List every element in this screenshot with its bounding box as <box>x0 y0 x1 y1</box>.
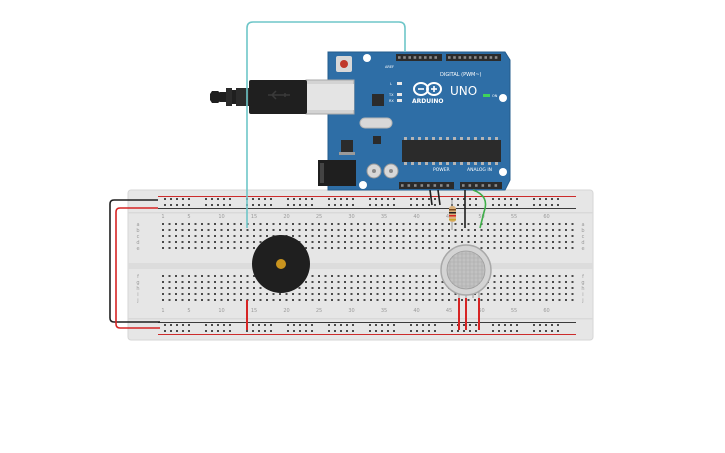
wire-black-gnd[interactable] <box>437 189 441 206</box>
breadboard-row-letter: e <box>581 246 584 252</box>
crystal-oscillator <box>359 117 393 129</box>
breadboard-row-letter: b <box>581 228 584 234</box>
resistor-icon[interactable] <box>449 200 456 230</box>
atmega-chip-pins <box>404 137 498 165</box>
breadboard-column-number: 15 <box>251 214 257 220</box>
breadboard-row-letter: j <box>136 298 138 304</box>
breadboard-row-letter: e <box>136 246 139 252</box>
breadboard-column-number: 25 <box>316 308 322 314</box>
breadboard-row-letter: i <box>137 292 138 298</box>
breadboard-column-number: 45 <box>446 308 452 314</box>
piezo-buzzer-icon[interactable] <box>252 235 310 293</box>
usb-logo-icon <box>268 90 290 100</box>
breadboard-row-letter: a <box>581 222 584 228</box>
gas-sensor-icon[interactable] <box>440 244 492 298</box>
reset-button-cap <box>340 60 348 68</box>
tx-led <box>397 93 402 96</box>
digital-pins <box>398 56 498 59</box>
wire-black-rail[interactable] <box>109 199 160 323</box>
breadboard[interactable]: 1155101015152020252530303535404045455050… <box>127 189 594 341</box>
breadboard-column-number: 5 <box>187 214 190 220</box>
breadboard-column-number: 50 <box>478 214 484 220</box>
tx-label: TX <box>388 93 394 97</box>
small-chip <box>373 136 381 144</box>
breadboard-column-number: 55 <box>511 308 517 314</box>
digital-label: DIGITAL (PWM~) <box>440 72 482 78</box>
breadboard-column-number: 35 <box>381 214 387 220</box>
voltage-regulator <box>341 140 353 152</box>
wire-red-rail[interactable] <box>115 207 160 329</box>
power-header <box>399 182 454 189</box>
sensor-mesh <box>447 251 485 289</box>
breadboard-column-number: 35 <box>381 308 387 314</box>
on-led <box>483 94 490 97</box>
arduino-logo-text: ARDUINO <box>412 98 443 105</box>
breadboard-row-letter: a <box>136 222 139 228</box>
mount-hole <box>363 54 371 62</box>
breadboard-column-number: 20 <box>283 214 289 220</box>
breadboard-column-number: 25 <box>316 214 322 220</box>
breadboard-column-number: 40 <box>413 308 419 314</box>
breadboard-column-number: 15 <box>251 308 257 314</box>
power-label: POWER <box>433 167 450 173</box>
breadboard-column-number: 60 <box>543 214 549 220</box>
rx-led <box>397 99 402 102</box>
breadboard-column-number: 30 <box>348 308 354 314</box>
l-led <box>397 82 402 85</box>
breadboard-column-number: 10 <box>218 214 224 220</box>
breadboard-column-number: 50 <box>478 308 484 314</box>
breadboard-column-number: 40 <box>413 214 419 220</box>
breadboard-column-number: 5 <box>187 308 190 314</box>
breadboard-column-number: 1 <box>161 214 164 220</box>
breadboard-row-letter: i <box>582 292 583 298</box>
breadboard-row-letter: f <box>582 274 584 280</box>
voltage-regulator-tab <box>339 152 355 155</box>
breadboard-column-number: 10 <box>218 308 224 314</box>
mount-hole <box>499 168 507 176</box>
breadboard-row-letter: j <box>581 298 583 304</box>
analog-label: ANALOG IN <box>467 167 492 173</box>
breadboard-row-letter: g <box>136 280 139 286</box>
breadboard-column-number: 30 <box>348 214 354 220</box>
breadboard-row-letter: d <box>136 240 139 246</box>
breadboard-row-letter: h <box>581 286 584 292</box>
arduino-logo <box>413 82 442 96</box>
wire-black-gnd[interactable] <box>429 189 433 206</box>
digital-header-right <box>446 54 501 61</box>
arduino-uno-board[interactable]: DIGITAL (PWM~) AREF ARDUINO UNO L TX RX … <box>305 51 511 191</box>
breadboard-row-letter: d <box>581 240 584 246</box>
bottom-pins <box>401 184 498 187</box>
board-model: UNO <box>450 84 477 98</box>
breadboard-column-number: 60 <box>543 308 549 314</box>
atmega-chip <box>402 140 501 162</box>
breadboard-row-letter: c <box>582 234 585 240</box>
on-label: ON <box>492 94 498 98</box>
breadboard-column-number: 55 <box>511 214 517 220</box>
breadboard-column-number: 20 <box>283 308 289 314</box>
wire-green-analog[interactable] <box>472 189 487 229</box>
l-label: L <box>390 82 392 86</box>
breadboard-column-numbers: 1155101015152020252530303535404045455050… <box>161 214 549 314</box>
wire-cyan[interactable] <box>246 21 406 228</box>
usb-cable-icon[interactable] <box>210 80 307 114</box>
usb-chip <box>372 94 384 106</box>
breadboard-row-letter: g <box>581 280 584 286</box>
rx-label: RX <box>389 99 394 103</box>
breadboard-column-number: 1 <box>161 308 164 314</box>
breadboard-row-letter: b <box>136 228 139 234</box>
mount-hole <box>499 94 507 102</box>
breadboard-row-letter: f <box>137 274 139 280</box>
breadboard-row-letter: h <box>136 286 139 292</box>
dc-jack-icon[interactable] <box>318 160 356 186</box>
mount-hole <box>359 181 367 189</box>
analog-header <box>460 182 502 189</box>
aref-label: AREF <box>385 65 394 69</box>
breadboard-row-letter: c <box>137 234 140 240</box>
